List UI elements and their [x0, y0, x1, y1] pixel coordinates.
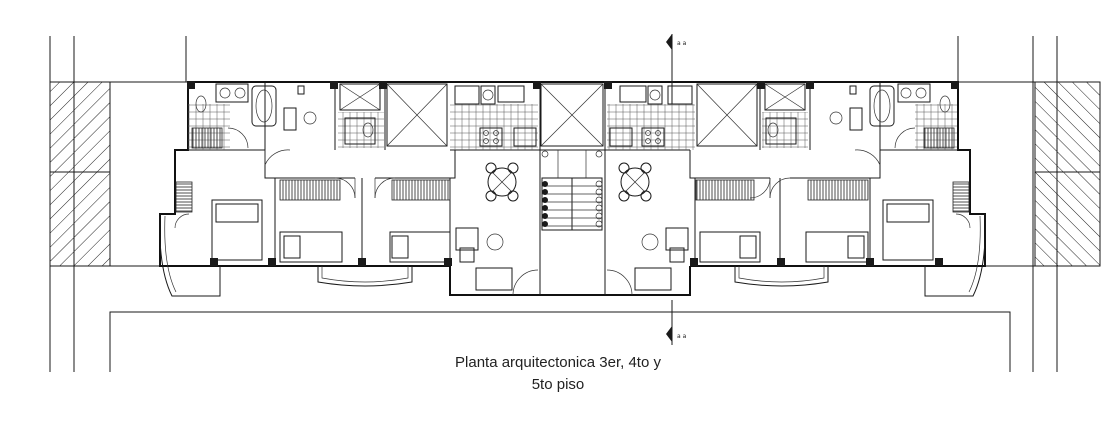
stairs: [541, 150, 603, 231]
section-label-bottom: a a: [677, 333, 687, 340]
doors: [174, 127, 971, 296]
section-label-top: a a: [677, 40, 687, 47]
living-furniture: [455, 227, 689, 291]
bathroom-fixtures: [191, 83, 955, 149]
balconies: [159, 213, 986, 297]
section-marker-top: a a: [666, 34, 687, 104]
drawing-caption: Planta arquitectonica 3er, 4to y 5to pis…: [413, 352, 703, 396]
caption-line-1: Planta arquitectonica 3er, 4to y: [455, 354, 661, 371]
shafts: [339, 83, 806, 147]
caption-line-2: 5to piso: [531, 376, 585, 393]
dining-tables: [485, 162, 652, 202]
column-blocks: [187, 81, 959, 266]
tiled-areas: [188, 104, 957, 150]
beds: [211, 199, 934, 263]
kitchen-fixtures: [454, 85, 693, 147]
hatched-blocks: [49, 81, 1101, 267]
site-lines: [49, 36, 1100, 372]
study-furniture: [283, 85, 863, 131]
wardrobes: [175, 179, 970, 213]
section-marker-bottom: a a: [666, 300, 687, 345]
